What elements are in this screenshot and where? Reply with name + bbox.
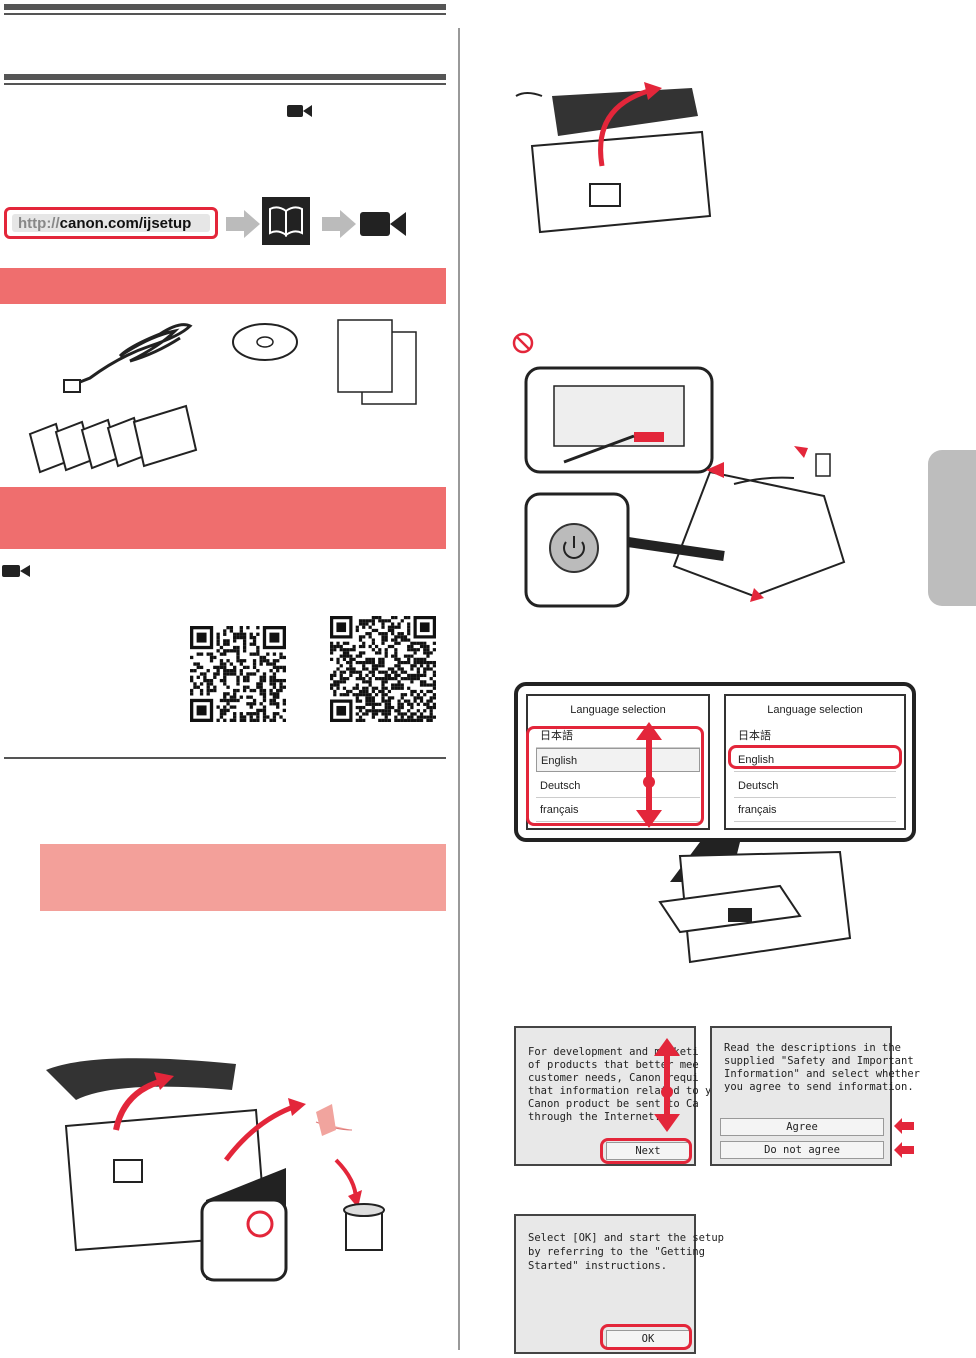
lang-item-francais[interactable]: français [734,798,896,822]
language-screen-right: Language selection 日本語 English Deutsch f… [724,694,906,830]
consent-line: supplied "Safety and Important [724,1055,914,1067]
info-line: through the Internet. [528,1111,661,1123]
info-line: customer needs, Canon requi [528,1072,699,1084]
arrow-left-icon [894,1142,914,1158]
scroll-arrow-icon [654,1038,680,1132]
documents-image [337,319,417,405]
consent-screen: Read the descriptions in the supplied "S… [710,1026,920,1166]
language-screen-left: Language selection 日本語 English Deutsch f… [526,694,710,830]
info-line: of products that better mee [528,1059,699,1071]
top-rule-thin [4,13,446,15]
section-rule-thin-2 [4,757,446,759]
arrow-left-icon [894,1118,914,1134]
next-highlight [600,1138,692,1164]
info-line: Canon product be sent to Ca [528,1098,699,1110]
printer-remove-tape-image [46,1058,385,1282]
url-box[interactable]: http://canon.com/ijsetup [4,207,218,239]
power-cord-connect-image [524,366,846,608]
note-box [40,844,446,911]
printer-panel-image [658,842,852,964]
printer-open-cover-image [515,82,712,234]
scroll-arrow-icon [636,722,662,828]
trash-icon [343,1203,385,1251]
prohibited-icon [512,332,534,354]
qr-code-android [330,616,436,722]
column-divider [458,28,460,1350]
lang-item-english[interactable]: English [734,748,896,772]
url-prefix: http:// [18,215,60,232]
ok-highlight [600,1324,692,1350]
language-title: Language selection [767,704,863,716]
next-button[interactable]: Next [606,1142,690,1160]
list-highlight [526,726,704,826]
manual-book-icon [262,197,310,245]
qr-code-ios [190,626,286,722]
top-rule [4,4,446,10]
consent-line: Information" and select whether [724,1068,920,1080]
cd-rom-image [232,323,298,361]
lang-item-japanese[interactable]: 日本語 [536,724,700,748]
do-not-agree-button[interactable]: Do not agree [720,1141,884,1159]
ok-line: Started" instructions. [528,1260,668,1272]
ok-line: by referring to the "Getting [528,1246,706,1258]
side-tab [928,450,976,606]
ok-line: Select [OK] and start the setup [528,1232,724,1244]
power-cord-image [63,323,193,393]
lang-item-francais[interactable]: français [536,798,700,822]
lang-item-deutsch[interactable]: Deutsch [734,774,896,798]
language-title: Language selection [570,704,666,716]
consent-line: Read the descriptions in the [724,1042,902,1054]
section-rule-thin [4,83,446,85]
ink-tanks-image [28,404,198,474]
info-line: that information related to y [528,1085,712,1097]
video-icon [287,105,312,117]
setup-band [0,487,446,549]
video-icon [360,212,406,236]
video-icon [2,565,30,577]
box-contents-band [0,268,446,304]
lang-item-english[interactable]: English [536,748,700,772]
lang-item-deutsch[interactable]: Deutsch [536,774,700,798]
english-highlight [728,745,902,769]
arrow-right-icon [226,210,260,238]
url-domain: canon.com/ijsetup [59,215,192,232]
section-rule [4,74,446,80]
arrow-right-icon [322,210,356,238]
agree-button[interactable]: Agree [720,1118,884,1136]
consent-line: you agree to send information. [724,1081,914,1093]
